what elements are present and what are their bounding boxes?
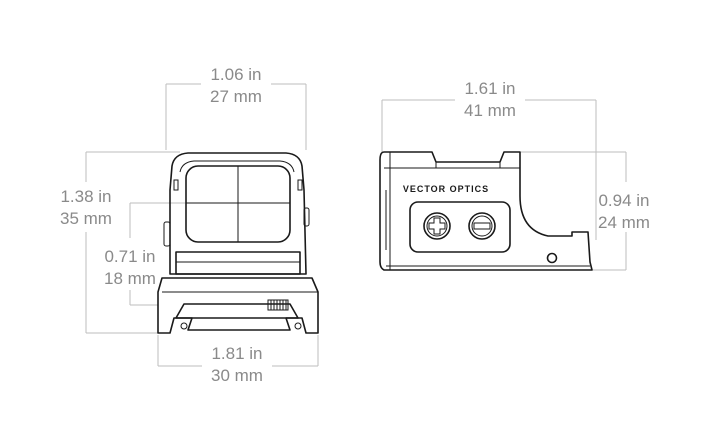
- front-mount-base: [157, 277, 319, 334]
- plus-button-icon: [423, 212, 451, 240]
- mount-screw-icon: [546, 252, 558, 264]
- front-view: 1.06 in 27 mm 1.38 in 35 mm 0.71 in 18 m…: [60, 65, 319, 385]
- front-base-width-dimension: 1.81 in 30 mm: [157, 335, 319, 385]
- side-height-dimension: 0.94 in 24 mm: [520, 151, 650, 271]
- front-window-height-in: 0.71 in: [104, 247, 155, 266]
- cross-bolt: [267, 299, 289, 311]
- front-height-dimension: 1.38 in 35 mm: [60, 151, 180, 334]
- front-base-width-in: 1.81 in: [211, 344, 262, 363]
- side-view: 1.61 in 41 mm 0.94 in 24 mm VECTOR OPTIC…: [379, 79, 650, 271]
- front-top-width-dimension: 1.06 in 27 mm: [165, 65, 307, 150]
- front-height-in: 1.38 in: [60, 187, 111, 206]
- front-top-width-mm: 27 mm: [210, 87, 262, 106]
- front-collar: [175, 251, 301, 275]
- brand-engraving: VECTOR OPTICS: [403, 184, 489, 194]
- side-height-mm: 24 mm: [598, 213, 650, 232]
- front-window-height-dimension: 0.71 in 18 mm: [104, 202, 236, 306]
- side-length-in: 1.61 in: [464, 79, 515, 98]
- front-top-width-in: 1.06 in: [210, 65, 261, 84]
- side-sight-body: VECTOR OPTICS: [379, 151, 593, 271]
- front-base-width-mm: 30 mm: [211, 366, 263, 385]
- adjustment-panel: [409, 201, 511, 253]
- front-window-height-mm: 18 mm: [104, 269, 156, 288]
- front-sight-body: [163, 152, 310, 275]
- side-height-in: 0.94 in: [598, 191, 649, 210]
- side-length-mm: 41 mm: [464, 101, 516, 120]
- side-length-dimension: 1.61 in 41 mm: [381, 79, 597, 240]
- front-height-mm: 35 mm: [60, 209, 112, 228]
- minus-button-icon: [468, 212, 496, 240]
